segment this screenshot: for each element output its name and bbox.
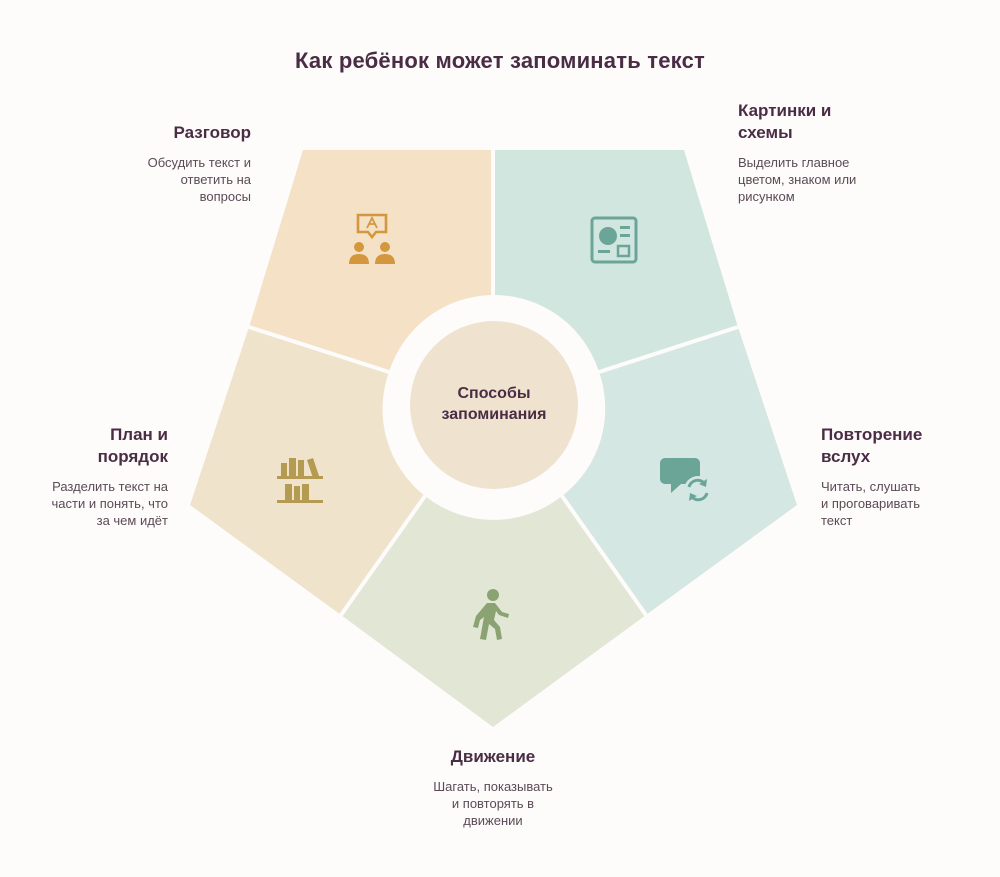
label-plan-desc: Разделить текст на части и понять, что з… [51, 479, 168, 528]
label-conversation-desc: Обсудить текст и ответить на вопросы [147, 155, 251, 204]
center-label-line2: запоминания [441, 406, 547, 423]
bookshelf-icon [277, 458, 323, 503]
label-movement-desc: Шагать, показывать и повторять в движени… [433, 779, 553, 828]
label-repeat-title: Повторение вслух [821, 425, 923, 466]
segment-conversation [249, 150, 493, 372]
label-plan-title: План и порядок [97, 425, 168, 466]
label-repeat-aloud: Повторение вслух Читать, слушать и прого… [821, 424, 991, 529]
label-pictures-desc: Выделить главное цветом, знаком или рису… [738, 155, 857, 204]
label-plan-order: План и порядок Разделить текст на части … [8, 424, 168, 529]
label-repeat-desc: Читать, слушать и проговаривать текст [821, 479, 921, 528]
label-pictures-title: Картинки и схемы [738, 101, 832, 142]
label-movement: Движение Шагать, показывать и повторять … [393, 746, 593, 829]
page-title: Как ребёнок может запоминать текст [295, 48, 705, 73]
segment-separators [248, 150, 739, 617]
diagram-board-icon [590, 216, 638, 264]
label-conversation-title: Разговор [173, 123, 251, 142]
label-pictures: Картинки и схемы Выделить главное цветом… [738, 100, 938, 205]
center-label-line1: Способы [457, 385, 531, 402]
conversation-people-icon [349, 213, 395, 264]
segment-plan-order [190, 327, 425, 615]
walking-person-icon [473, 589, 509, 640]
label-movement-title: Движение [450, 747, 536, 766]
speech-repeat-icon [660, 458, 712, 504]
center-label: Способы запоминания [410, 383, 578, 425]
center-circle [410, 321, 578, 489]
label-conversation: Разговор Обсудить текст и ответить на во… [60, 122, 251, 205]
